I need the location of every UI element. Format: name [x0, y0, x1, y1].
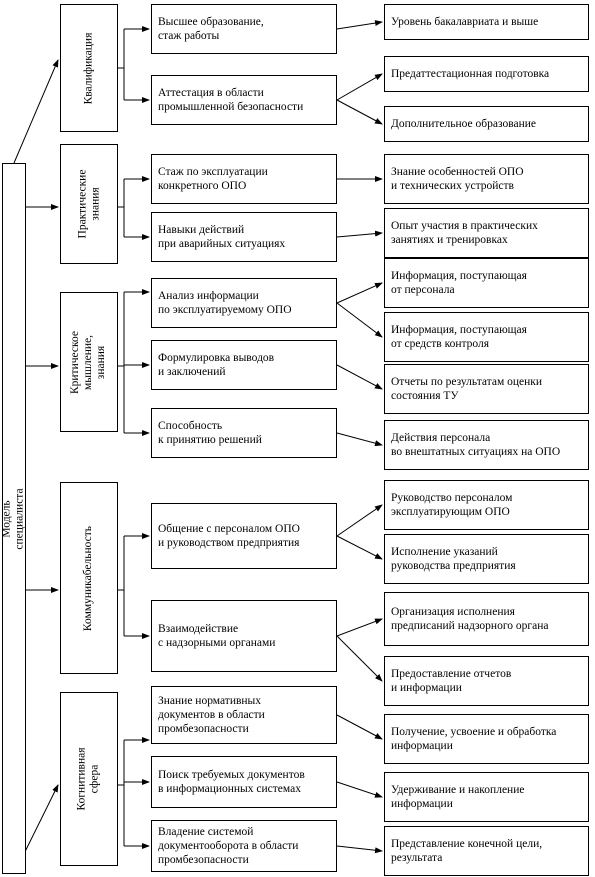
category-box-critical-thinking: Критическое мышление, знания	[60, 292, 118, 432]
connector-arrow	[336, 282, 383, 304]
connector-arrow	[336, 73, 383, 101]
root-box: Модель специалиста	[2, 163, 26, 874]
item-box: Владение системой документооборота в обл…	[151, 820, 337, 872]
result-box: Опыт участия в практических занятиях и т…	[384, 208, 589, 258]
result-box: Представление конечной цели, результата	[384, 826, 589, 876]
connector-arrow	[336, 99, 383, 125]
connector-arrow	[13, 59, 59, 164]
category-label: Квалификация	[82, 32, 95, 104]
result-box: Получение, усвоение и обработка информац…	[384, 714, 589, 764]
category-label: Практические знания	[76, 169, 101, 239]
connector-arrow	[336, 504, 383, 537]
category-box-qualification: Квалификация	[60, 4, 118, 132]
result-box: Информация, поступающая от персонала	[384, 258, 589, 308]
item-box: Способность к принятию решений	[151, 408, 337, 458]
category-label: Коммуникабельность	[82, 525, 95, 631]
connector-arrow	[336, 618, 383, 637]
result-box: Уровень бакалавриата и выше	[384, 4, 589, 40]
item-box: Взаимодействие с надзорными органами	[151, 600, 337, 672]
result-box: Предоставление отчетов и информации	[384, 656, 589, 706]
item-box: Стаж по эксплуатации конкретного ОПО	[151, 154, 337, 204]
category-box-practical-knowledge: Практические знания	[60, 144, 118, 264]
connector-arrow	[336, 845, 383, 854]
result-box: Удерживание и накопление информации	[384, 772, 589, 822]
connector-arrow	[336, 781, 383, 798]
item-box: Аттестация в области промышленной безопа…	[151, 75, 337, 125]
result-box: Отчеты по результатам оценки состояния Т…	[384, 364, 589, 414]
category-label: Когнитивная сфера	[76, 747, 101, 811]
connector-arrow	[336, 230, 383, 238]
connector-arrow	[336, 302, 383, 338]
result-box: Руководство персоналом эксплуатирующим О…	[384, 480, 589, 530]
connector-arrow	[336, 714, 383, 740]
connector-arrow	[336, 635, 383, 682]
item-box: Высшее образование, стаж работы	[151, 4, 337, 54]
connector-arrow	[336, 364, 383, 390]
result-box: Дополнительное образование	[384, 106, 589, 142]
item-box: Поиск требуемых документов в информацион…	[151, 756, 337, 808]
result-box: Исполнение указаний руководства предприя…	[384, 534, 589, 584]
item-box: Анализ информации по эксплуатируемому ОП…	[151, 278, 337, 328]
result-box: Действия персонала во внештатных ситуаци…	[384, 420, 589, 470]
item-box: Знание нормативных документов в области …	[151, 686, 337, 744]
item-box: Навыки действий при аварийных ситуациях	[151, 212, 337, 262]
connector-arrow	[336, 20, 383, 30]
item-box: Формулировка выводов и заключений	[151, 340, 337, 390]
connector-arrow	[336, 432, 383, 447]
connector-arrow	[336, 535, 383, 560]
result-box: Предаттестационная подготовка	[384, 56, 589, 92]
root-label: Модель специалиста	[2, 487, 26, 550]
category-box-communication: Коммуникабельность	[60, 482, 118, 674]
category-box-cognitive: Когнитивная сфера	[60, 692, 118, 866]
result-box: Знание особенностей ОПО и технических ус…	[384, 154, 589, 204]
result-box: Информация, поступающая от средств контр…	[384, 312, 589, 362]
category-label: Критическое мышление, знания	[69, 330, 108, 394]
item-box: Общение с персоналом ОПО и руководством …	[151, 503, 337, 569]
result-box: Организация исполнения предписаний надзо…	[384, 592, 589, 646]
